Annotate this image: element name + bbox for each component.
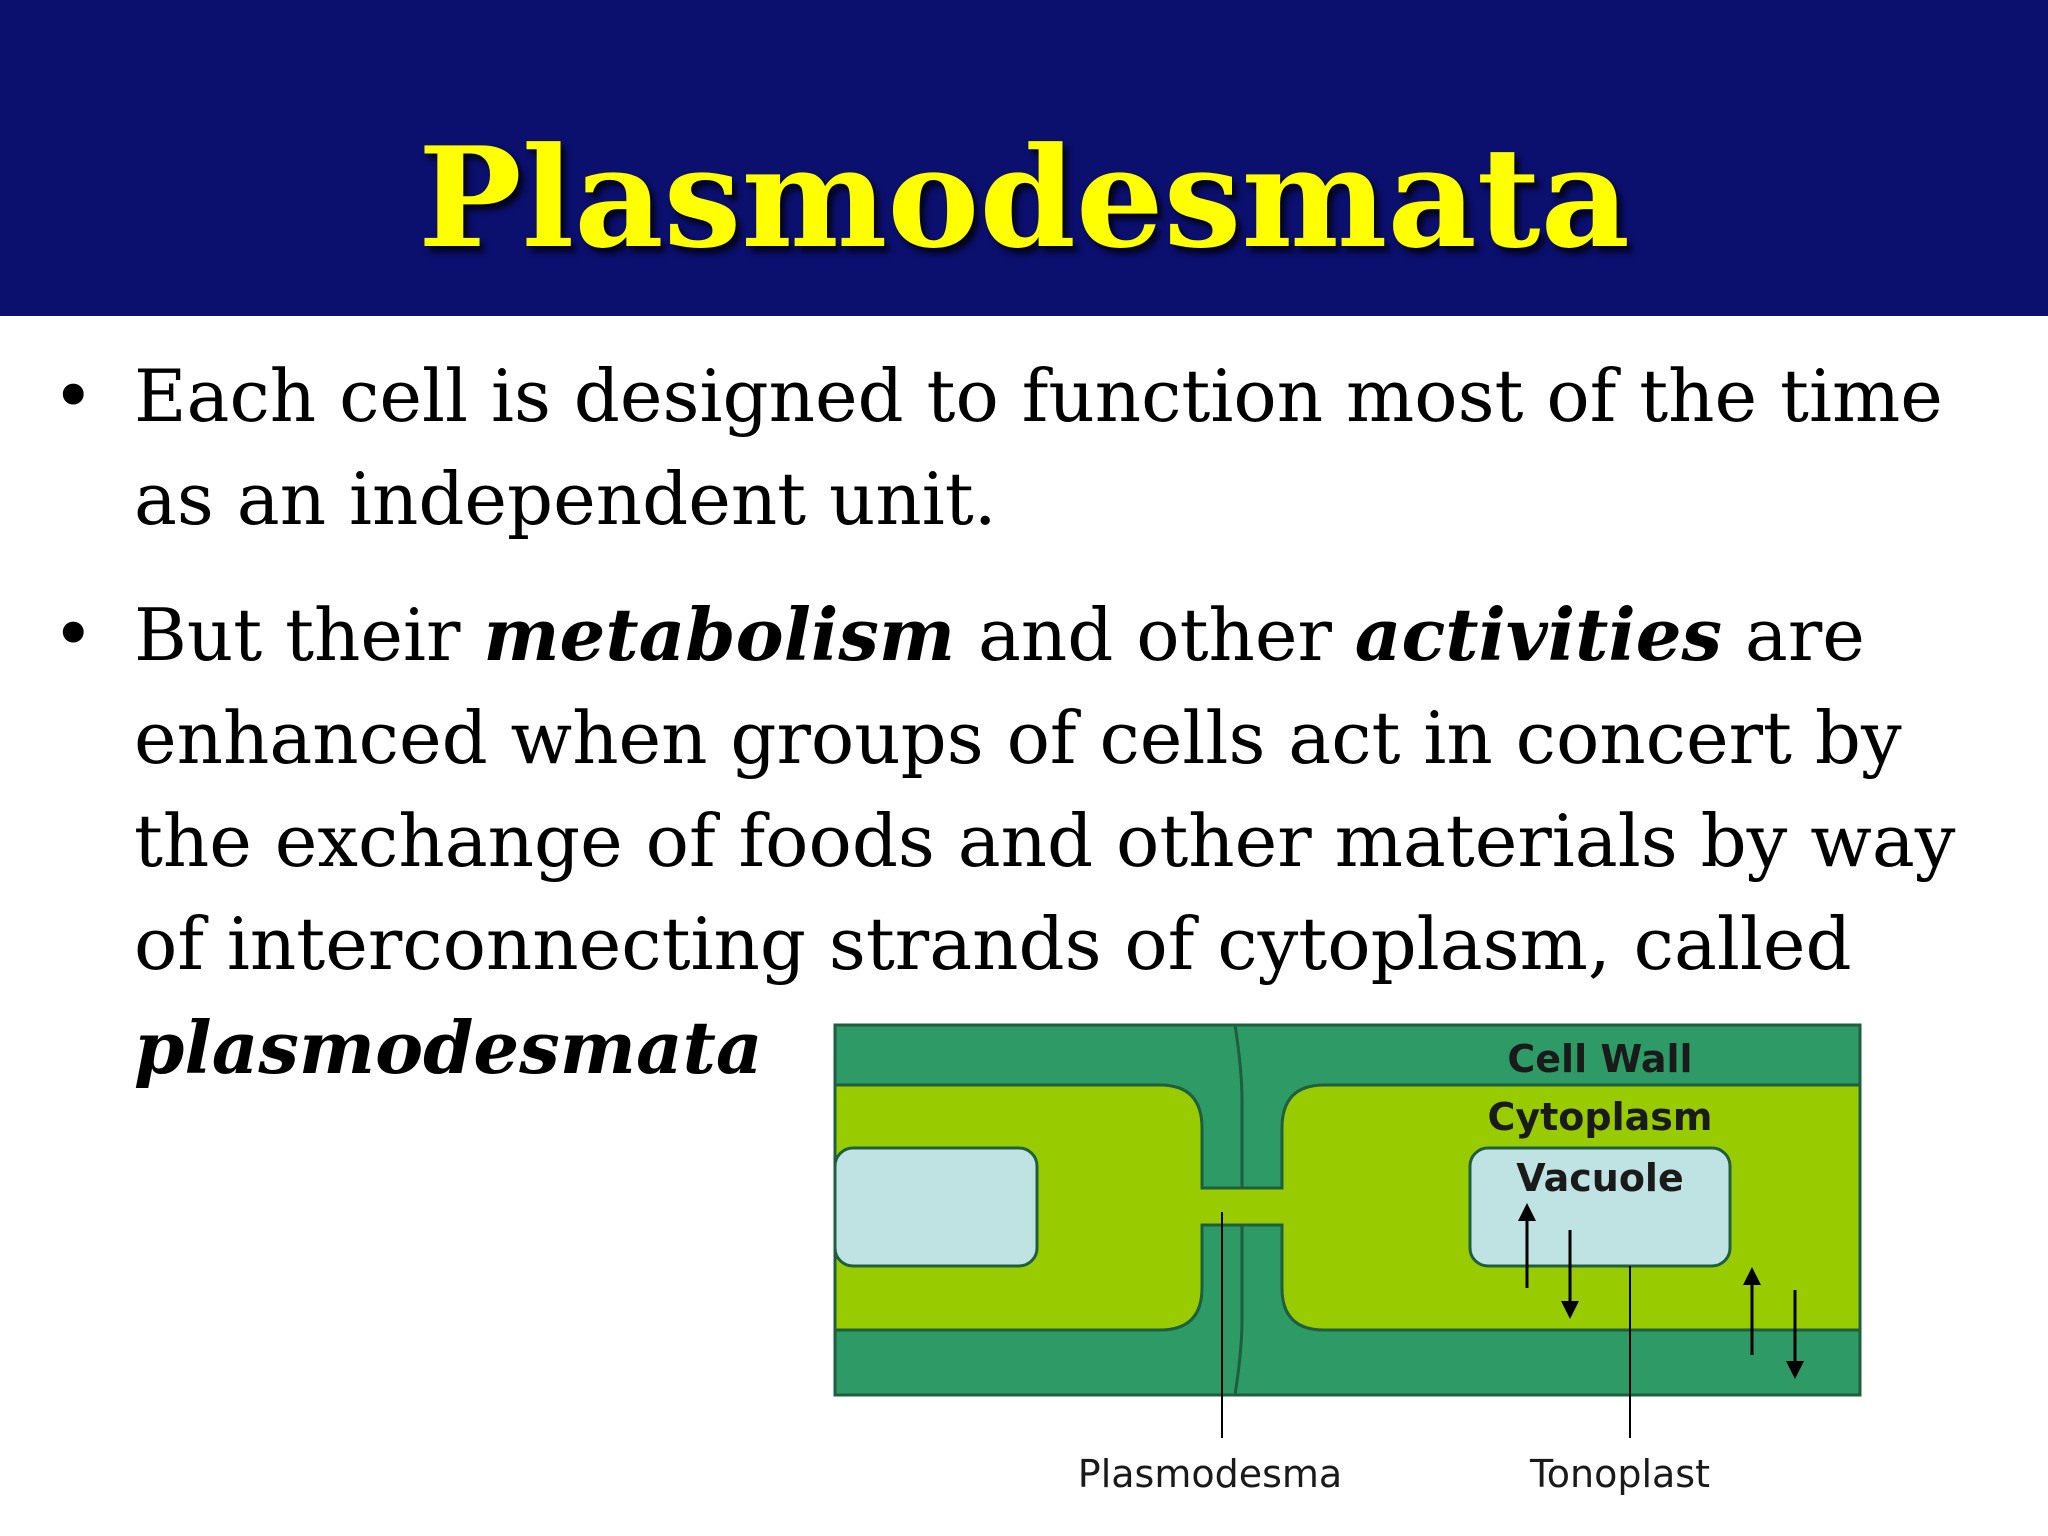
bullet-2-part-1: But their — [134, 593, 484, 677]
slide-title: Plasmodesmata — [418, 116, 1630, 279]
label-cytoplasm: Cytoplasm — [1487, 1095, 1712, 1139]
emphasis-plasmodesmata: plasmodesmata — [134, 1005, 763, 1090]
bullet-list: • Each cell is designed to function most… — [52, 345, 2002, 1132]
emphasis-activities: activities — [1354, 592, 1723, 677]
title-bar — [0, 0, 2048, 316]
label-cell-wall: Cell Wall — [1507, 1037, 1692, 1081]
left-cell-cytoplasm — [833, 1083, 1862, 1332]
bullet-text-1: Each cell is designed to function most o… — [134, 354, 1943, 541]
right-vacuole — [1468, 1146, 1732, 1268]
label-plasmodesma: Plasmodesma — [1078, 1452, 1342, 1496]
bullet-2-part-3: are enhanced when groups of cells act in… — [134, 593, 1956, 986]
bullet-item-2: • But their metabolism and other activit… — [52, 583, 2002, 1100]
bullet-marker: • — [52, 592, 95, 676]
emphasis-metabolism: metabolism — [483, 592, 956, 677]
middle-lamella — [1233, 1024, 1244, 1396]
bullet-2-part-2: and other — [955, 593, 1355, 677]
bullet-item-1: • Each cell is designed to function most… — [52, 345, 2002, 551]
label-tonoplast: Tonoplast — [1529, 1452, 1710, 1496]
left-vacuole — [833, 1146, 1039, 1268]
bullet-marker: • — [52, 354, 95, 438]
plasmodesmata-diagram: Cell Wall Cytoplasm Vacuole Plasmodesma … — [830, 1020, 1865, 1500]
label-vacuole: Vacuole — [1516, 1156, 1683, 1200]
